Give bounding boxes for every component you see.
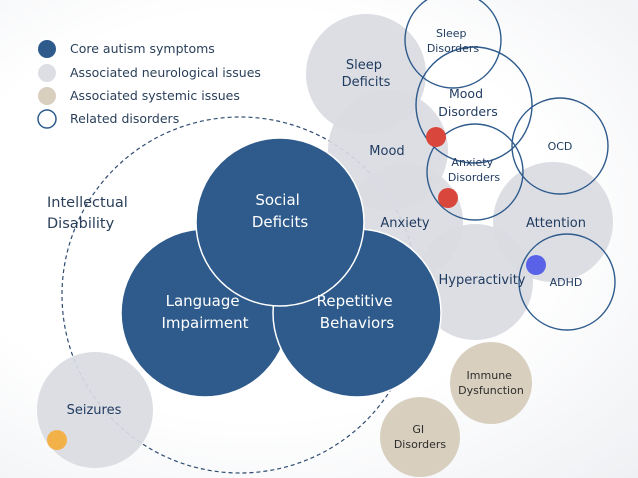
- legend-swatch-systemic: [38, 87, 56, 105]
- seizures-label: Seizures: [67, 403, 122, 418]
- immune-dysfunction-circle: [450, 342, 532, 424]
- ocd-label: OCD: [548, 140, 573, 153]
- legend-swatch-ring: [37, 109, 57, 129]
- intellectual-disability-label: Intellectual Disability: [47, 195, 132, 232]
- anxiety-disorders-ring: [426, 123, 524, 221]
- anxiety-label: Anxiety: [380, 216, 430, 231]
- anxiety-disorders-label: Anxiety Disorders: [448, 156, 501, 184]
- legend-swatch-neuro: [38, 64, 56, 82]
- gi-disorders-circle: [380, 397, 460, 477]
- social-deficits-circle: [195, 137, 365, 307]
- social-deficits-label: Social Deficits: [252, 191, 309, 231]
- language-impairment-label: Language Impairment: [161, 292, 248, 332]
- legend: Core autism symptoms Associated neurolog…: [37, 40, 261, 129]
- adhd-ring: [518, 233, 616, 331]
- mood-disorders-ring: [415, 46, 533, 164]
- sleep-disorders-ring: [404, 0, 502, 89]
- legend-swatch-core: [38, 40, 56, 58]
- gi-disorders-label: GI Disorders: [394, 423, 447, 451]
- mood-label: Mood: [369, 144, 404, 159]
- hyperactivity-circle: [417, 224, 533, 340]
- legend-label-systemic: Associated systemic issues: [70, 88, 240, 103]
- repetitive-behaviors-label: Repetitive Behaviors: [317, 292, 398, 332]
- seizures-accent-dot: [47, 430, 67, 450]
- hyperactivity-label: Hyperactivity: [439, 273, 526, 288]
- sleep-deficits-label: Sleep Deficits: [342, 58, 391, 90]
- mood-disorders-label: Mood Disorders: [438, 86, 497, 119]
- sleep-disorders-label: Sleep Disorders: [427, 27, 480, 55]
- attention-label: Attention: [526, 216, 586, 231]
- adhd-label: ADHD: [550, 276, 583, 289]
- adhd-overlap-dot: [526, 255, 546, 275]
- mood-overlap-dot: [426, 127, 446, 147]
- legend-label-core: Core autism symptoms: [70, 41, 215, 56]
- immune-dysfunction-label: Immune Dysfunction: [458, 369, 524, 397]
- legend-label-neuro: Associated neurological issues: [70, 65, 261, 80]
- legend-label-ring: Related disorders: [70, 111, 179, 126]
- anxiety-overlap-dot: [438, 188, 458, 208]
- ocd-ring: [511, 97, 609, 195]
